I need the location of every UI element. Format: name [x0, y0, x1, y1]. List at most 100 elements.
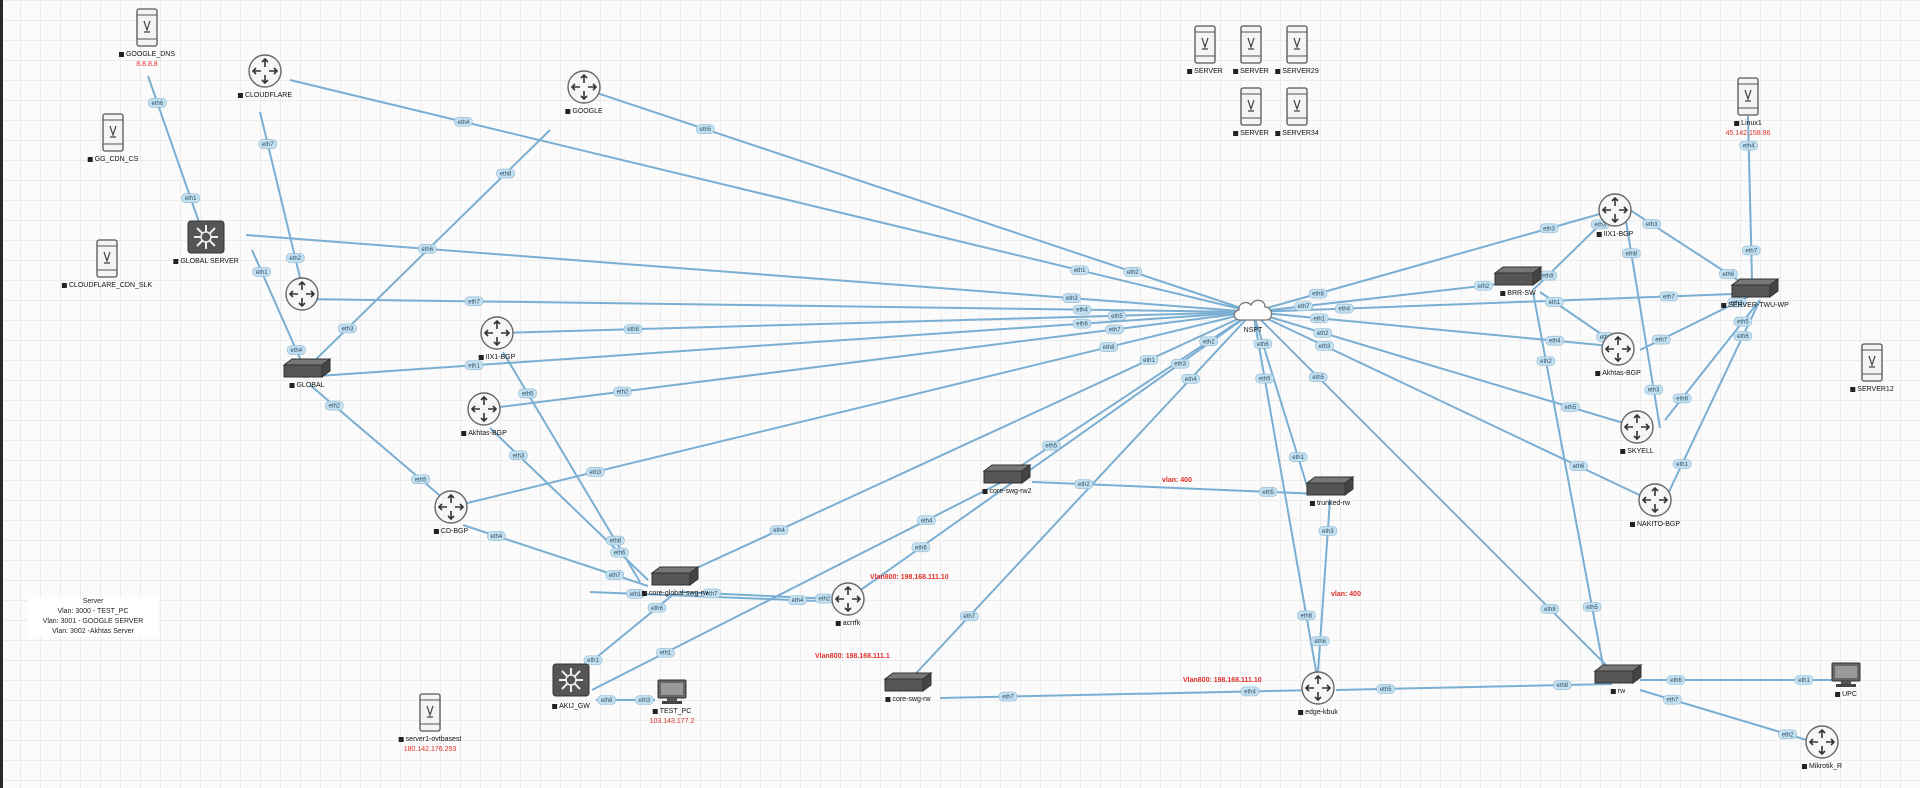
svg-text:eth5: eth5 [1259, 377, 1271, 383]
server-icon [1240, 87, 1262, 126]
node-core-global[interactable]: core-global-swg-rw [641, 565, 708, 597]
node-iix-bgp-right[interactable]: IIX1-BGP [1596, 192, 1633, 238]
node-server1-ovpn[interactable]: server1-ovtbasest 180.142.176.253 [398, 693, 461, 753]
node-server-twu[interactable]: SERVER-TWU-WP [1721, 277, 1789, 309]
svg-text:eth2: eth2 [289, 256, 301, 262]
link-line[interactable] [302, 298, 1254, 313]
node-cd-bgp[interactable]: CD-BGP [433, 489, 469, 535]
node-linux[interactable]: Linux1 45.142.158.86 [1726, 77, 1770, 137]
interface-label: eth5 [1582, 602, 1602, 612]
node-mikrotik[interactable]: Mikrotik_R [1801, 724, 1842, 770]
link-line[interactable] [584, 88, 1254, 313]
link-line[interactable] [1006, 311, 1254, 476]
interface-label: eth4 [1334, 303, 1354, 314]
svg-text:eth4: eth4 [1549, 339, 1561, 345]
node-sw-right[interactable]: BRR-SW [1493, 265, 1543, 297]
node-akij-gw[interactable]: AKIJ_GW [551, 662, 591, 710]
link-line[interactable] [483, 311, 1254, 410]
node-upc[interactable]: UPC [1829, 661, 1863, 701]
svg-text:eth1: eth1 [630, 592, 642, 598]
node-cloudflare-cdn-slk[interactable]: CLOUDFLARE_CDN_SLK [61, 239, 152, 289]
svg-text:eth8: eth8 [609, 539, 621, 545]
link-line[interactable] [289, 79, 1254, 313]
node-global-router[interactable] [284, 276, 320, 312]
node-test-pc[interactable]: TEST_PC 103.143.177.2 [650, 678, 694, 726]
svg-text:eth8: eth8 [1556, 683, 1568, 689]
node-ip: 103.143.177.2 [649, 718, 695, 725]
link-line[interactable] [674, 311, 1254, 579]
node-google-dns[interactable]: GOOGLE_DNS 8.8.8.8 [118, 8, 175, 68]
svg-text:eth6: eth6 [152, 101, 164, 107]
svg-text:eth8: eth8 [1625, 251, 1637, 257]
node-cloudflare[interactable]: CLOUDFLARE [237, 53, 292, 99]
link-line[interactable] [259, 111, 304, 291]
interface-label: eth2 [1727, 297, 1747, 308]
link-line[interactable] [1252, 209, 1615, 313]
router-icon [1638, 483, 1672, 517]
node-trunked-rw[interactable]: trunked-rw [1305, 475, 1355, 507]
interface-label: eth5 [411, 474, 431, 485]
link-line[interactable] [302, 311, 1254, 378]
node-edge-kbuk[interactable]: edge-kbuk [1298, 670, 1338, 716]
node-rw[interactable]: rw [1593, 663, 1643, 695]
link-line[interactable] [906, 311, 1254, 684]
svg-text:eth3: eth3 [342, 326, 354, 332]
node-nokito-bgp[interactable]: NAKITO-BGP [1629, 482, 1680, 528]
node-server-right[interactable]: SERVER12 [1850, 343, 1894, 393]
node-server-d[interactable]: SERVER [1233, 87, 1269, 137]
l3-switch-icon [552, 663, 590, 697]
server-icon [1861, 343, 1883, 382]
svg-text:eth7: eth7 [1745, 248, 1757, 254]
svg-text:eth4: eth4 [773, 528, 785, 534]
node-server-a[interactable]: SERVER [1187, 25, 1223, 75]
node-global[interactable]: GLOBAL [282, 357, 332, 389]
interface-label: eth8 [1622, 248, 1641, 259]
node-acrrfk[interactable]: acrrfk [830, 581, 866, 627]
link-line[interactable] [1317, 499, 1331, 673]
link-line[interactable] [1624, 214, 1661, 429]
link-line[interactable] [245, 234, 1254, 313]
node-skyell[interactable]: SKYELL [1619, 409, 1655, 455]
interface-label: eth6 [911, 542, 931, 553]
node-gg-cdn-cs[interactable]: GG_CDN_CS [87, 113, 138, 163]
node-core-sw-rw2[interactable]: core-swg-rw2 [982, 463, 1032, 495]
node-label: SERVER [1233, 67, 1269, 76]
node-core-swg-rw[interactable]: core-swg-rw [883, 671, 933, 703]
interface-label: eth7 [605, 570, 625, 580]
interface-label: eth7 [1294, 301, 1313, 312]
link-line[interactable] [450, 311, 1254, 508]
link-line[interactable] [939, 689, 1319, 699]
interface-label: eth8 [606, 535, 625, 546]
node-iix-bgp[interactable]: IIX1-BGP [478, 315, 515, 361]
node-label: SERVER-TWU-WP [1721, 301, 1789, 310]
link-line[interactable] [496, 311, 1254, 334]
link-line[interactable] [1252, 311, 1651, 501]
interface-label: eth5 [1107, 310, 1127, 321]
interface-label: eth5 [1308, 372, 1328, 382]
node-server-b[interactable]: SERVER [1233, 25, 1269, 75]
interface-label: eth2 [1778, 729, 1797, 740]
node-nsp-internet[interactable]: NSPT [1230, 294, 1276, 338]
link-line[interactable] [1532, 291, 1606, 677]
node-server-c[interactable]: SERVER29 [1275, 25, 1319, 75]
svg-text:eth5: eth5 [1045, 444, 1057, 450]
node-global-server[interactable]: GLOBAL SERVER [173, 219, 239, 265]
switch-icon [1730, 278, 1780, 298]
node-google[interactable]: GOOGLE [565, 69, 603, 115]
svg-text:eth3: eth3 [1322, 529, 1334, 535]
interface-label: eth3 [1062, 293, 1082, 303]
interface-label: eth2 [1313, 328, 1332, 338]
legend-line: Vlan: 3000 - TEST_PC [57, 608, 129, 615]
svg-text:eth3: eth3 [1646, 222, 1658, 228]
server-icon [419, 693, 441, 732]
node-akhtas-bgp-left[interactable]: Akhtas-BGP [461, 391, 507, 437]
svg-text:eth3: eth3 [1543, 226, 1555, 232]
link-line[interactable] [1252, 311, 1319, 683]
svg-text:eth1: eth1 [1292, 455, 1304, 461]
link-line[interactable] [1747, 115, 1753, 281]
svg-text:eth8: eth8 [1312, 292, 1324, 298]
svg-text:eth8: eth8 [500, 172, 512, 178]
link-line[interactable] [1252, 311, 1616, 675]
node-akhtas-bgp-right[interactable]: Akhtas-BGP [1595, 331, 1641, 377]
node-server-e[interactable]: SERVER34 [1275, 87, 1319, 137]
